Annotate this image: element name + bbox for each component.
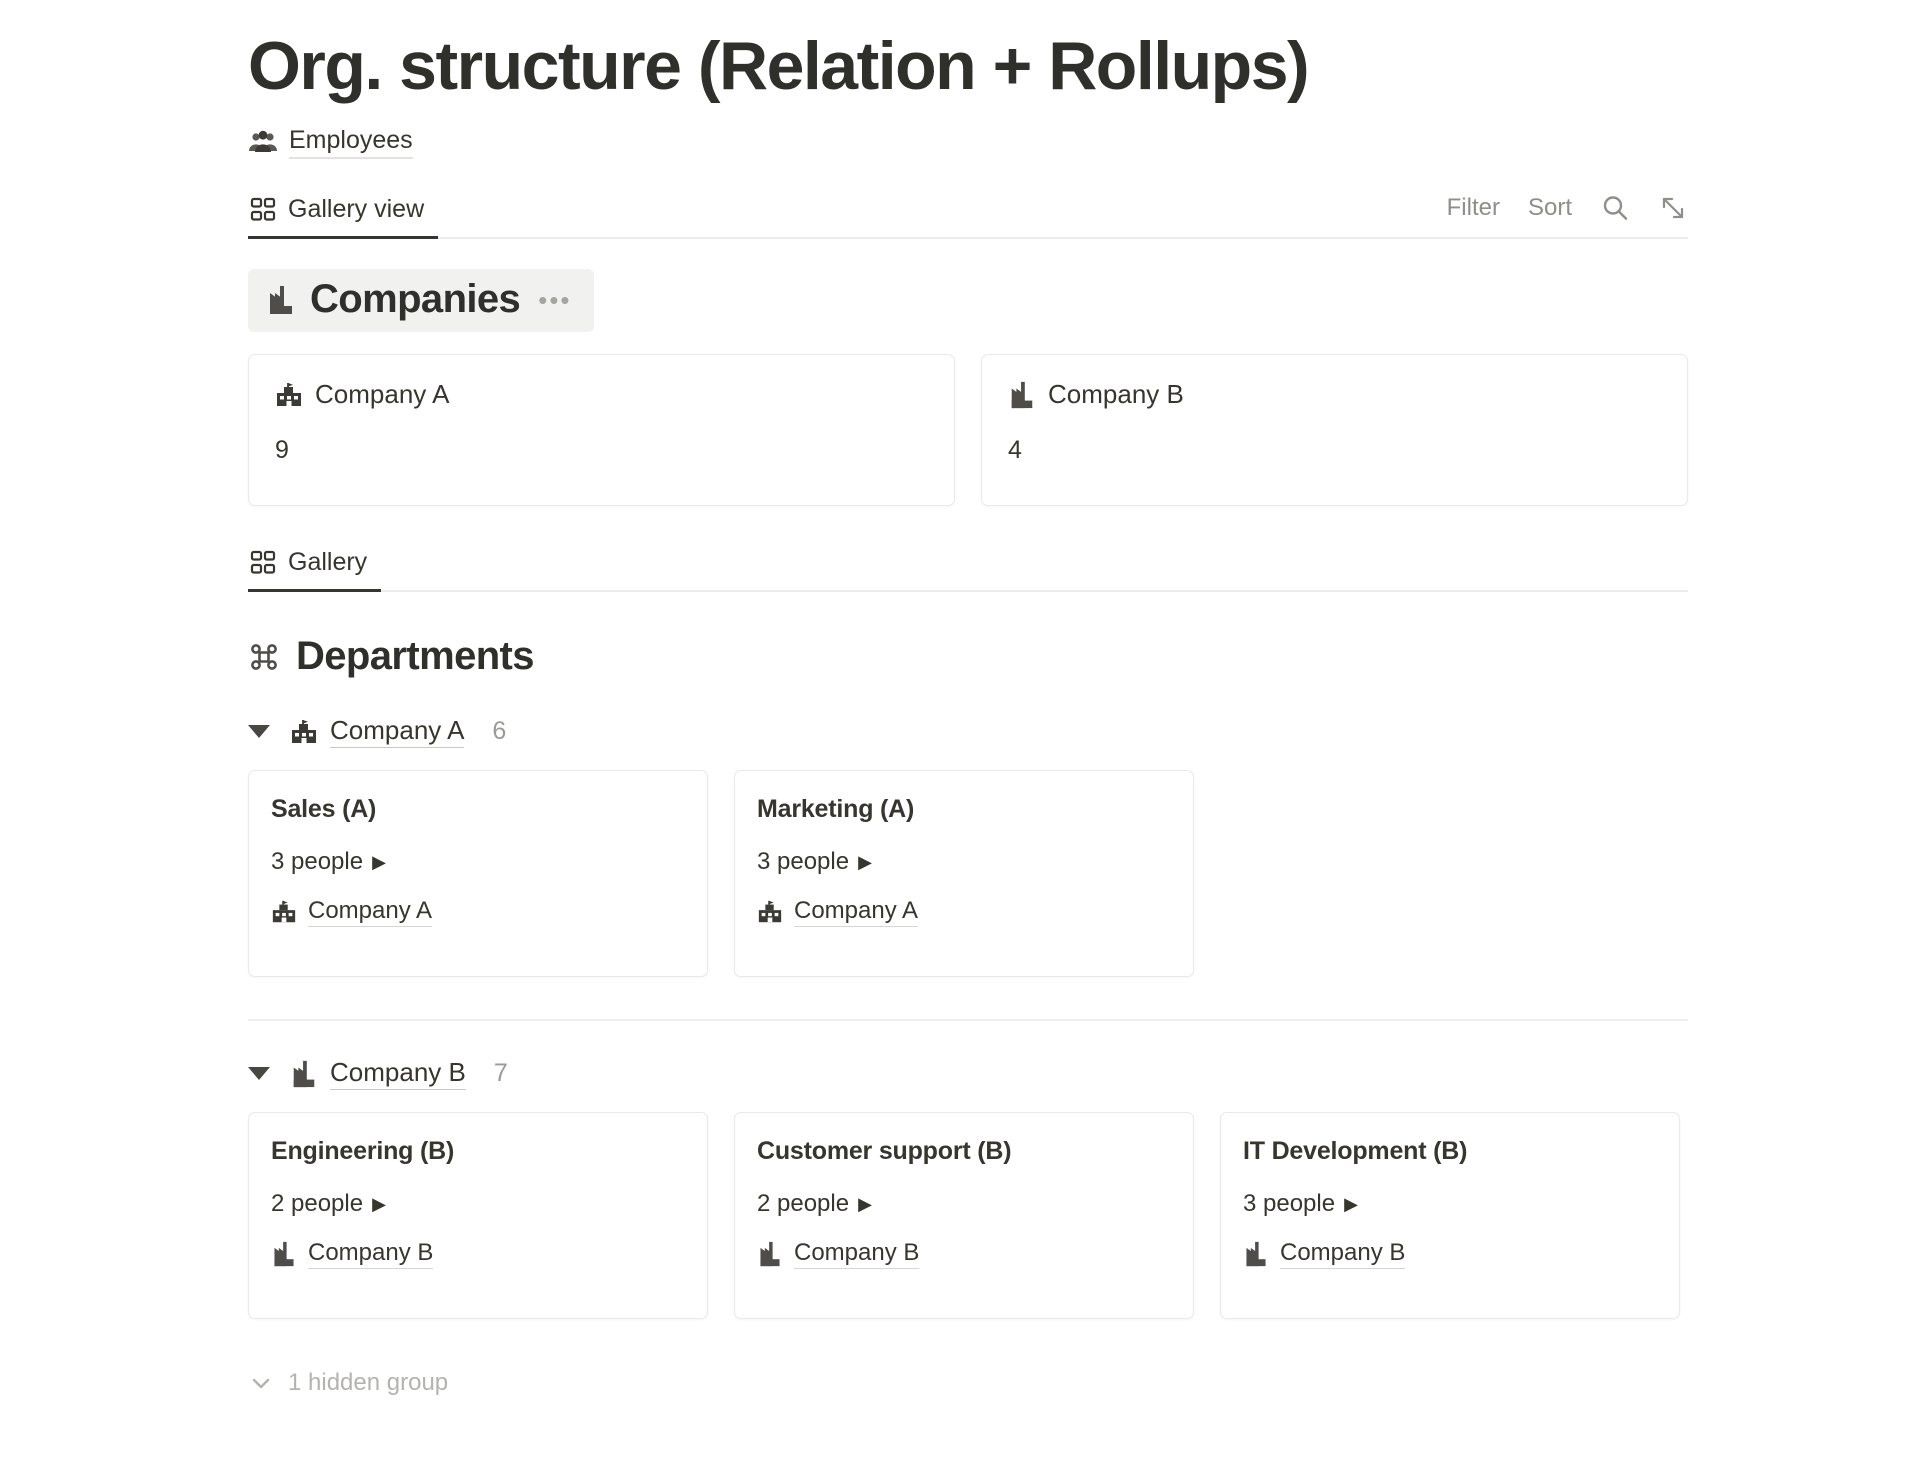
company-card-title-row: Company B [1008,379,1661,410]
school-building-icon [757,899,783,925]
company-card-value: 9 [275,436,289,465]
command-loop-icon [248,641,280,673]
school-building-icon [290,718,318,746]
department-card-title: IT Development (B) [1243,1137,1468,1166]
school-building-icon [271,899,297,925]
departments-card-grid-company-b: Engineering (B) 2 people ▶ Company B Cus… [248,1112,1688,1320]
departments-card-grid-company-a: Sales (A) 3 people ▶ [248,770,1688,978]
rollup-expand-caret-icon[interactable]: ▶ [372,852,386,873]
database-link-row: Employees [248,126,1688,160]
rollup-expand-caret-icon[interactable]: ▶ [1344,1194,1358,1215]
page-content: Org. structure (Relation + Rollups) Empl… [248,0,1688,1397]
factory-icon [271,1240,297,1268]
group-name: Company A [330,715,465,749]
company-card[interactable]: Company B 4 [981,354,1688,507]
database-link-label: Employees [289,126,413,160]
tab-gallery-view-label: Gallery view [288,195,425,224]
people-group-icon [248,130,278,156]
rollup-count-label: 2 people [757,1190,850,1218]
relation-label: Company A [794,897,919,928]
expand-diagonal-icon[interactable] [1658,193,1688,223]
rollup-count-label: 3 people [271,848,364,876]
rollup-expand-caret-icon[interactable]: ▶ [858,1194,872,1215]
collapse-caret-icon[interactable] [248,1067,270,1081]
rollup-count-label: 3 people [1243,1190,1336,1218]
school-building-icon [275,381,303,409]
relation-label: Company A [308,897,433,928]
rollup-count-label: 2 people [271,1190,364,1218]
view-tools: Filter Sort [1447,193,1688,237]
department-card-rollup[interactable]: 3 people ▶ [757,848,1171,876]
department-card-relation[interactable]: Company B [1243,1239,1406,1270]
filter-button[interactable]: Filter [1446,194,1500,222]
department-card[interactable]: Sales (A) 3 people ▶ [248,770,708,978]
department-card-relation[interactable]: Company A [271,897,433,928]
company-card[interactable]: Company A 9 [248,354,955,507]
department-card-relation[interactable]: Company A [757,897,919,928]
relation-label: Company B [1280,1239,1406,1270]
department-card-title: Sales (A) [271,795,377,824]
view-toolbar: Gallery view Filter Sort [248,187,1688,240]
department-card-title: Engineering (B) [271,1137,455,1166]
database-title-departments: Departments [296,634,535,679]
relation-label: Company B [794,1239,920,1270]
factory-icon [1243,1240,1269,1268]
section-header-companies[interactable]: Companies ••• [248,269,594,333]
departments-view-tabs: Gallery [248,540,382,593]
department-card-title: Marketing (A) [757,795,915,824]
department-card-rollup[interactable]: 3 people ▶ [271,848,685,876]
department-card-rollup[interactable]: 2 people ▶ [271,1190,685,1218]
department-card-rollup[interactable]: 3 people ▶ [1243,1190,1657,1218]
collapse-caret-icon[interactable] [248,725,270,739]
department-card-relation[interactable]: Company B [757,1239,920,1270]
department-card[interactable]: Customer support (B) 2 people ▶ Company … [734,1112,1194,1320]
gallery-grid-icon [250,550,276,576]
department-card-relation[interactable]: Company B [271,1239,434,1270]
factory-icon [757,1240,783,1268]
hidden-groups-label: 1 hidden group [288,1369,449,1397]
section-title-companies: Companies [310,277,521,322]
rollup-expand-caret-icon[interactable]: ▶ [858,852,872,873]
department-card[interactable]: IT Development (B) 3 people ▶ Company B [1220,1112,1680,1320]
company-card-value: 4 [1008,436,1022,465]
company-card-title: Company B [1048,379,1184,410]
group-count: 7 [493,1059,508,1088]
tab-gallery-view[interactable]: Gallery view [248,195,439,240]
sort-button[interactable]: Sort [1527,194,1572,222]
department-card[interactable]: Engineering (B) 2 people ▶ Company B [248,1112,708,1320]
company-card-title-row: Company A [275,379,928,410]
company-card-title: Company A [315,379,450,410]
relation-label: Company B [308,1239,434,1270]
page-title: Org. structure (Relation + Rollups) [248,28,1310,104]
gallery-grid-icon [250,197,276,223]
department-card-title: Customer support (B) [757,1137,1012,1166]
chevron-down-icon [248,1370,274,1396]
rollup-expand-caret-icon[interactable]: ▶ [372,1194,386,1215]
group-divider [248,1019,1688,1022]
group-header-company-a: Company A 6 [248,715,1688,749]
hidden-groups-toggle[interactable]: 1 hidden group [248,1369,1688,1397]
factory-icon [266,284,296,316]
department-card-rollup[interactable]: 2 people ▶ [757,1190,1171,1218]
factory-icon [1008,380,1036,410]
database-heading-departments[interactable]: Departments [248,634,1688,679]
search-icon[interactable] [1600,193,1630,223]
group-link-company-b[interactable]: Company B [290,1057,466,1091]
tab-gallery[interactable]: Gallery [248,548,382,593]
group-link-company-a[interactable]: Company A [290,715,465,749]
companies-card-grid: Company A 9 Company B 4 [248,354,1688,507]
rollup-count-label: 3 people [757,848,850,876]
database-link-employees[interactable]: Employees [248,126,413,160]
group-count: 6 [492,717,507,746]
group-header-company-b: Company B 7 [248,1057,1688,1091]
group-name: Company B [330,1057,466,1091]
factory-icon [290,1059,318,1089]
tab-gallery-label: Gallery [288,548,368,577]
department-card[interactable]: Marketing (A) 3 people ▶ [734,770,1194,978]
page-root: Org. structure (Relation + Rollups) Empl… [248,0,1688,1397]
section-menu-icon[interactable]: ••• [538,284,572,315]
view-tabs: Gallery view [248,187,439,240]
departments-view-toolbar: Gallery [248,540,1688,593]
